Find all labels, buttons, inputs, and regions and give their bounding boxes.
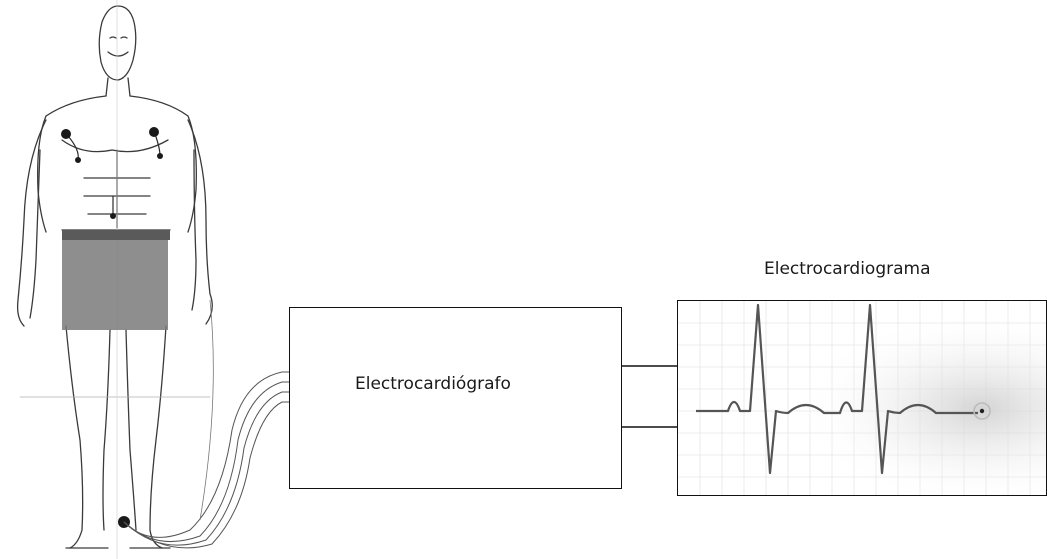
lead-cables (123, 299, 289, 549)
electrode-left-chest (149, 127, 159, 137)
ecg-cursor-dot (979, 408, 985, 414)
electrode-right-chest (61, 129, 71, 139)
electrocardiograph-box (289, 307, 622, 489)
ecg-trace-svg (678, 301, 1046, 495)
electrocardiograph-label: Electrocardiógrafo (355, 374, 511, 394)
electrode-leads (67, 133, 161, 216)
ecg-title: Electrocardiograma (764, 259, 931, 279)
electrode-mid-left (75, 157, 81, 163)
shorts-shape (62, 238, 168, 330)
ecg-waveform (696, 303, 978, 475)
electrode-abdomen (110, 213, 116, 219)
ecg-panel (677, 300, 1047, 496)
belt-shape (62, 230, 170, 240)
electrode-mid-right (157, 153, 163, 159)
ecg-cursor-ring (973, 402, 991, 420)
